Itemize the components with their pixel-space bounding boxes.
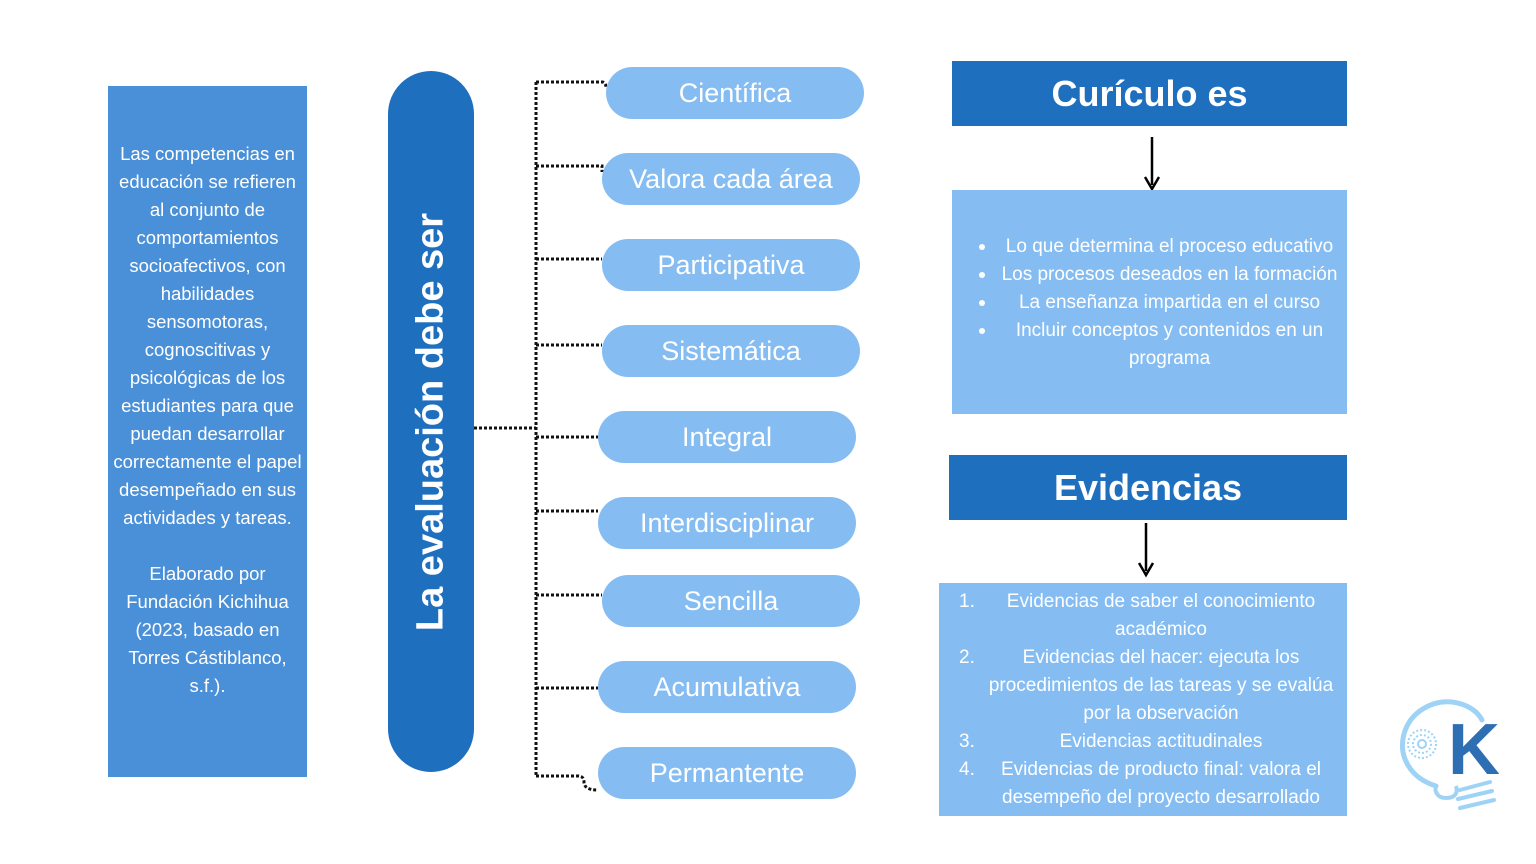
quality-label: Permantente: [649, 757, 805, 788]
quality-label: Sencilla: [683, 585, 779, 616]
list-text: Evidencias del hacer: ejecuta los proced…: [988, 647, 1334, 724]
quality-label: Participativa: [657, 249, 805, 280]
list-number: 3.: [959, 731, 975, 752]
list-item: La enseñanza impartida en el curso: [958, 289, 1341, 317]
evidencias-list: 1. Evidencias de saber el conocimiento ac…: [941, 588, 1341, 812]
quality-pill: Participativa: [602, 239, 860, 291]
evaluation-title: La evaluación debe ser: [409, 212, 452, 631]
definition-text: Las competencias en educación se refiere…: [113, 143, 302, 528]
curriculo-header: Curículo es: [952, 61, 1347, 126]
list-item: 3. Evidencias actitudinales: [941, 728, 1341, 756]
kichihua-logo-icon: K: [1400, 699, 1500, 810]
arrow-down-icon: [1137, 523, 1155, 578]
list-item: 4. Evidencias de producto final: valora e…: [941, 756, 1341, 812]
list-number: 4.: [959, 759, 975, 780]
evidencias-title: Evidencias: [1053, 466, 1243, 508]
curriculo-box: Lo que determina el proceso educativo Lo…: [952, 190, 1347, 414]
list-item: 1. Evidencias de saber el conocimiento ac…: [941, 588, 1341, 644]
quality-pill: Permantente: [598, 747, 856, 799]
list-number: 2.: [959, 647, 975, 668]
quality-pill: Científica: [606, 67, 864, 119]
curriculo-title: Curículo es: [1051, 72, 1248, 114]
list-text: Evidencias de producto final: valora el …: [1000, 759, 1322, 808]
quality-pill: Sencilla: [602, 575, 860, 627]
quality-pill: Interdisciplinar: [598, 497, 856, 549]
connector-branch-1: [536, 80, 608, 89]
curriculo-list: Lo que determina el proceso educativo Lo…: [958, 233, 1341, 373]
quality-pill: Valora cada área: [602, 153, 860, 205]
list-number: 1.: [959, 591, 975, 612]
quality-label: Interdisciplinar: [639, 507, 815, 538]
connector-branch-2: [536, 164, 604, 172]
list-item: Incluir conceptos y contenidos en un pro…: [958, 317, 1341, 373]
list-text: Evidencias de saber el conocimiento acad…: [1006, 591, 1316, 640]
list-item: 2. Evidencias del hacer: ejecuta los proc…: [941, 644, 1341, 728]
definition-panel: Las competencias en educación se refiere…: [108, 86, 307, 777]
quality-label: Valora cada área: [629, 163, 833, 194]
list-text: Evidencias actitudinales: [1059, 731, 1263, 752]
list-item: Lo que determina el proceso educativo: [958, 233, 1341, 261]
evaluation-title-pill: La evaluación debe ser: [388, 71, 474, 772]
quality-label: Científica: [678, 77, 792, 108]
quality-label: Integral: [681, 421, 773, 452]
credit-text: Elaborado por Fundación Kichihua (2023, …: [126, 563, 289, 696]
evidencias-box: 1. Evidencias de saber el conocimiento ac…: [939, 583, 1347, 816]
connector-branch-9: [536, 774, 599, 792]
quality-label: Sistemática: [661, 335, 801, 366]
arrow-down-icon: [1143, 137, 1161, 192]
quality-pill: Acumulativa: [598, 661, 856, 713]
quality-pill: Sistemática: [602, 325, 860, 377]
quality-pill: Integral: [598, 411, 856, 463]
quality-label: Acumulativa: [653, 671, 801, 702]
evidencias-header: Evidencias: [949, 455, 1347, 520]
logo-letter: K: [1448, 710, 1500, 790]
list-item: Los procesos deseados en la formación: [958, 261, 1341, 289]
